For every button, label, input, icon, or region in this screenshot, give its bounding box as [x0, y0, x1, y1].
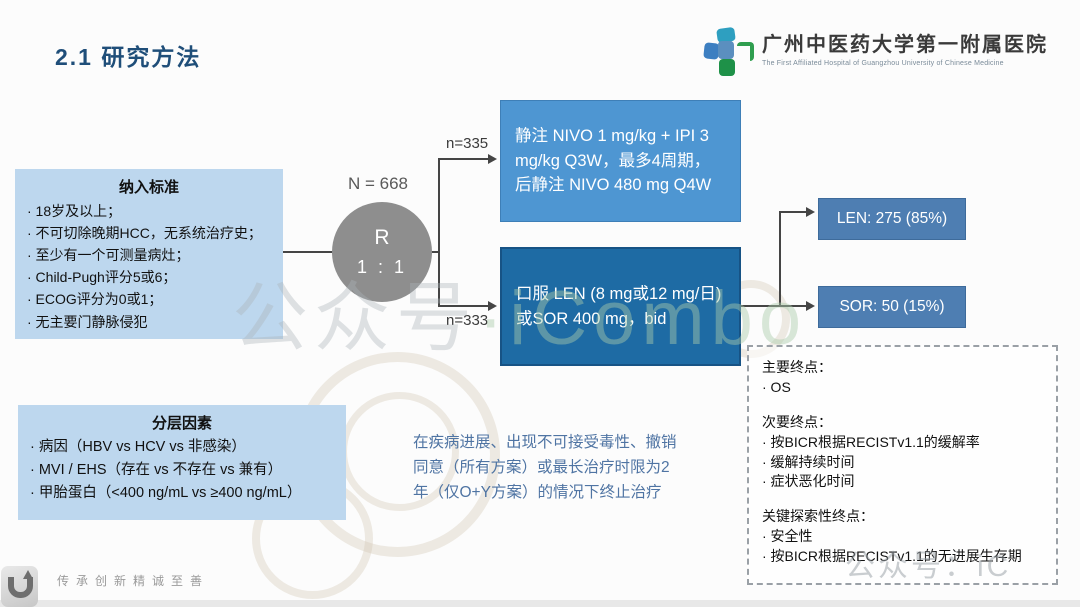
connector-line: [779, 305, 808, 307]
stratification-title: 分层因素: [151, 415, 212, 432]
inclusion-item: · 至少有一个可测量病灶；: [27, 247, 190, 264]
exploratory-endpoint-item: · 安全性: [762, 528, 813, 545]
hospital-name-en: The First Affiliated Hospital of Guangzh…: [762, 60, 1004, 67]
arm-nivo-ipi-text: 后静注 NIVO 480 mg Q4W: [515, 176, 712, 195]
randomization-circle: R 1 : 1: [332, 202, 432, 302]
inclusion-criteria-box: 纳入标准 · 18岁及以上； · 不可切除晚期HCC，无系统治疗史； · 至少有…: [15, 169, 283, 339]
arm-len-sor-text: 或SOR 400 mg，bid: [516, 309, 667, 328]
connector-line: [779, 211, 781, 307]
bottom-strip: [0, 600, 1080, 607]
arm-len-sor-box: 口服 LEN (8 mg或12 mg/日) 或SOR 400 mg，bid: [500, 247, 741, 366]
page-title: 2.1 研究方法: [55, 44, 202, 70]
inclusion-item: · Child-Pugh评分5或6；: [27, 269, 177, 286]
exploratory-endpoint-item: · 按BICR根据RECISTv1.1的无进展生存期: [762, 548, 1022, 564]
primary-endpoints-label: 主要终点：: [762, 359, 832, 375]
connector-line: [741, 305, 781, 307]
endpoints-box: 主要终点： · OS 次要终点： · 按BICR根据RECISTv1.1的缓解率…: [747, 345, 1058, 585]
inclusion-item: · 无主要门静脉侵犯: [27, 313, 148, 330]
arrowhead-icon: [806, 301, 815, 311]
hospital-motto: 传承创新精诚至善: [57, 574, 210, 588]
arrowhead-icon: [488, 301, 497, 311]
treatment-note-line: 年（仅O+Y方案）的情况下终止治疗: [413, 483, 662, 501]
connector-line: [438, 305, 489, 307]
stratification-item: · 甲胎蛋白（<400 ng/mL vs ≥400 ng/mL）: [30, 485, 302, 502]
secondary-endpoints-label: 次要终点：: [762, 413, 832, 430]
total-enrollment-label: N = 668: [348, 174, 409, 193]
secondary-endpoint-item: · 缓解持续时间: [762, 453, 855, 470]
stratification-item: · 病因（HBV vs HCV vs 非感染）: [30, 439, 246, 455]
arm-nivo-ipi-box: 静注 NIVO 1 mg/kg + IPI 3 mg/kg Q3W，最多4周期，…: [500, 100, 741, 222]
subsequent-len-box: LEN: 275 (85%): [818, 198, 966, 240]
arrowhead-icon: [806, 207, 815, 217]
hospital-logo: 广州中医药大学第一附属医院 The First Affiliated Hospi…: [703, 26, 1048, 78]
u-turn-arrow-icon: [1, 566, 38, 607]
treatment-note-line: 在疾病进展、出现不可接受毒性、撤销: [413, 434, 677, 451]
stratification-box: 分层因素 · 病因（HBV vs HCV vs 非感染） · MVI / EHS…: [18, 405, 346, 520]
arm-nivo-ipi-text: 静注 NIVO 1 mg/kg + IPI 3: [515, 126, 709, 145]
arm-len-sor-text: 口服 LEN (8 mg或12 mg/日): [516, 284, 722, 303]
arm-top-n-label: n=335: [446, 135, 489, 152]
inclusion-item: · 不可切除晚期HCC，无系统治疗史；: [27, 225, 262, 242]
inclusion-title: 纳入标准: [118, 179, 179, 196]
secondary-endpoint-item: · 症状恶化时间: [762, 473, 855, 490]
connector-line: [438, 158, 440, 307]
arrowhead-icon: [488, 154, 497, 164]
exploratory-endpoints-label: 关键探索性终点：: [762, 508, 874, 525]
hospital-cross-icon: [703, 26, 754, 78]
randomization-symbol: R: [374, 226, 390, 249]
connector-line: [779, 211, 808, 213]
subsequent-sor-box: SOR: 50 (15%): [818, 286, 966, 328]
treatment-note: 在疾病进展、出现不可接受毒性、撤销 同意（所有方案）或最长治疗时限为2 年（仅O…: [413, 431, 677, 505]
inclusion-item: · 18岁及以上；: [27, 203, 122, 219]
primary-endpoint-item: · OS: [762, 378, 791, 395]
treatment-note-line: 同意（所有方案）或最长治疗时限为2: [413, 458, 670, 476]
connector-line: [431, 251, 440, 253]
connector-line: [438, 158, 489, 160]
arm-bottom-n-label: n=333: [446, 312, 489, 329]
secondary-endpoint-item: · 按BICR根据RECISTv1.1的缓解率: [762, 433, 980, 450]
hospital-name-cn: 广州中医药大学第一附属医院: [762, 34, 1048, 56]
arm-nivo-ipi-text: mg/kg Q3W，最多4周期，: [515, 151, 711, 170]
stratification-item: · MVI / EHS（存在 vs 不存在 vs 兼有）: [30, 462, 283, 479]
inclusion-item: · ECOG评分为0或1；: [27, 291, 163, 308]
connector-line: [283, 251, 333, 253]
randomization-ratio: 1 : 1: [356, 257, 408, 277]
